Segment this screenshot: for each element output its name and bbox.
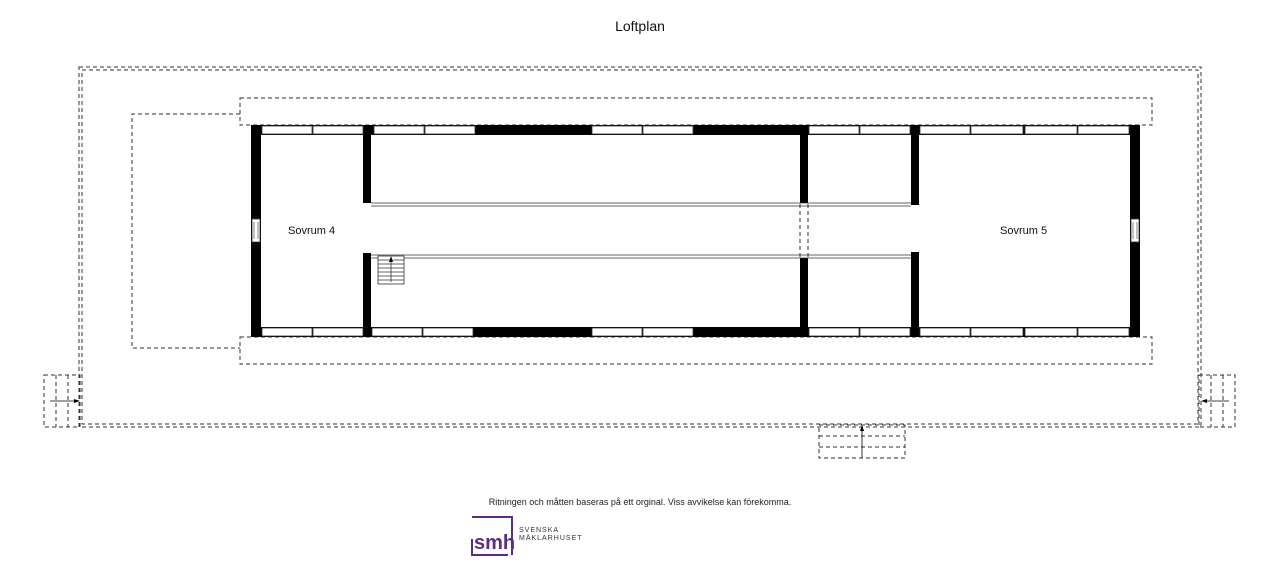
- window: [591, 327, 643, 337]
- stair-arrow-icon: [389, 256, 393, 262]
- eave-top: [239, 97, 1153, 126]
- logo-text: SVENSKA MÄKLARHUSET: [519, 527, 583, 543]
- window: [808, 125, 860, 135]
- window: [312, 125, 364, 135]
- window: [312, 327, 364, 337]
- balcony-left: [131, 113, 240, 349]
- window: [642, 125, 694, 135]
- window: [642, 327, 694, 337]
- wall-partition-1b: [363, 253, 371, 337]
- logo-line-1: SVENSKA: [519, 527, 560, 534]
- window: [373, 125, 425, 135]
- gable-window-right: [1130, 218, 1140, 243]
- window: [919, 125, 971, 135]
- window: [1024, 327, 1078, 337]
- wall-partition-2b: [800, 258, 808, 337]
- window: [1077, 125, 1130, 135]
- disclaimer-text: Ritningen och måtten baseras på ett orgi…: [488, 497, 792, 507]
- window: [808, 327, 860, 337]
- gable-window-left: [251, 218, 261, 243]
- window: [859, 327, 911, 337]
- step-arrow-up-icon: [860, 425, 864, 431]
- step-arrow-left-icon: [74, 399, 80, 403]
- window: [1024, 125, 1078, 135]
- window: [424, 125, 476, 135]
- logo-line-2: MÄKLARHUSET: [519, 535, 583, 542]
- window: [970, 125, 1024, 135]
- smh-logo-icon: smh: [470, 515, 630, 559]
- window: [919, 327, 971, 337]
- window: [422, 327, 474, 337]
- wall-partition-3b: [911, 252, 919, 337]
- window: [859, 125, 911, 135]
- window: [591, 125, 643, 135]
- step-arrow-right-icon: [1201, 399, 1207, 403]
- window: [261, 327, 313, 337]
- wall-partition-3a: [911, 125, 919, 205]
- room-label-sovrum-4: Sovrum 4: [288, 225, 336, 237]
- roof-outline-inner: [81, 69, 1199, 425]
- window: [970, 327, 1024, 337]
- wall-partition-1a: [363, 125, 371, 203]
- steps-right: [1198, 374, 1236, 428]
- window: [261, 125, 313, 135]
- window: [371, 327, 423, 337]
- room-label-sovrum-5: Sovrum 5: [1000, 225, 1048, 237]
- wall-top: [251, 125, 1140, 135]
- eave-bottom: [239, 336, 1153, 365]
- roof-outline-outer: [78, 66, 1202, 428]
- wall-partition-2a: [800, 125, 808, 203]
- plan-title: Loftplan: [615, 18, 665, 34]
- logo-mark: smh: [474, 532, 515, 554]
- window: [1077, 327, 1130, 337]
- steps-left: [43, 374, 81, 428]
- wall-bottom: [251, 327, 1140, 337]
